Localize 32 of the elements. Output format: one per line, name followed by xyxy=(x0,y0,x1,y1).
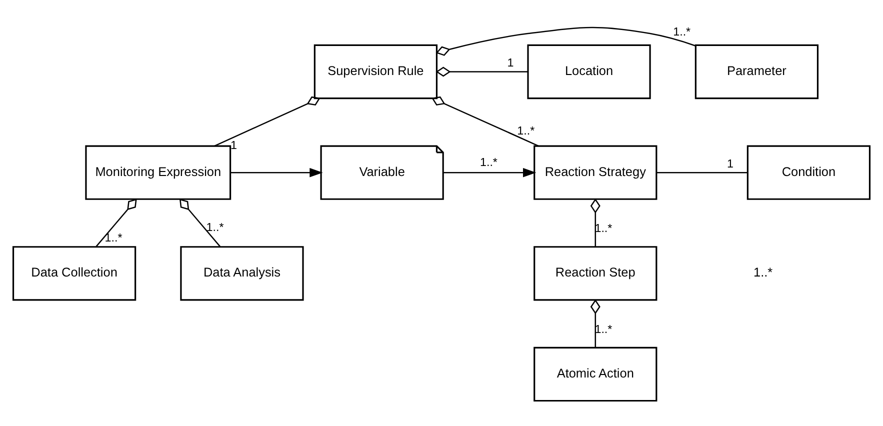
edge-label: 1..* xyxy=(673,25,691,38)
node-box: Monitoring Expression xyxy=(85,144,232,200)
connector xyxy=(590,198,600,246)
edge-label: 1 xyxy=(230,138,237,152)
edge-label: 1..* xyxy=(594,322,612,336)
node-box: Reaction Step xyxy=(534,246,658,300)
edge-label: 1..* xyxy=(206,220,224,234)
edge-label: 1 xyxy=(507,56,514,70)
edge-label: 1..* xyxy=(517,124,535,137)
connector xyxy=(432,96,539,146)
connector xyxy=(436,66,528,76)
node-box: Parameter xyxy=(694,44,819,99)
connector xyxy=(590,298,600,347)
node-box: Location xyxy=(527,44,651,99)
node-box: Data Collection xyxy=(12,246,136,300)
connector xyxy=(214,96,320,146)
connector xyxy=(656,171,748,173)
node-box: Atomic Action xyxy=(534,346,658,402)
node-box: Data Analysis xyxy=(180,246,304,300)
label: 1..* xyxy=(754,264,773,280)
edge-label: 1..* xyxy=(594,222,612,235)
node-box: Condition xyxy=(746,144,871,200)
edge-label: 1..* xyxy=(480,155,498,168)
arrow xyxy=(230,167,323,177)
node-box: Supervision Rule xyxy=(314,44,438,99)
connector xyxy=(179,198,221,246)
connector xyxy=(96,198,137,246)
node-box: Reaction Strategy xyxy=(534,144,658,200)
edge-label: 1..* xyxy=(104,231,122,244)
arrow xyxy=(443,167,536,177)
edge-label: 1 xyxy=(726,156,734,170)
connector xyxy=(436,26,696,56)
